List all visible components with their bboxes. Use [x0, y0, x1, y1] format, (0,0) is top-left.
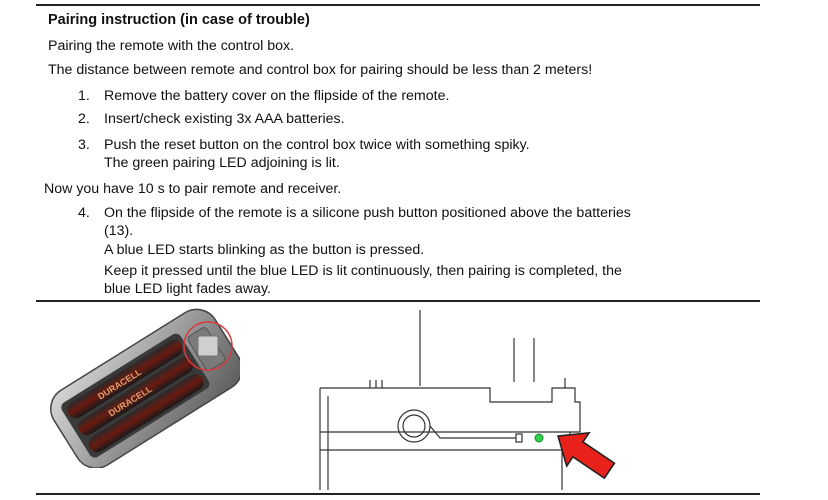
step-text: A blue LED starts blinking as the button…	[104, 242, 425, 258]
intro-line-1: Pairing the remote with the control box.	[48, 38, 295, 54]
step-text: Remove the battery cover on the flipside…	[104, 88, 450, 104]
step-number: 4.	[78, 205, 90, 221]
section-title: Pairing instruction (in case of trouble)	[48, 12, 310, 28]
remote-battery-photo: DURACELL DURACELL	[50, 308, 240, 468]
push-button-highlight	[183, 321, 233, 371]
step-number: 1.	[78, 88, 90, 104]
mid-line: Now you have 10 s to pair remote and rec…	[44, 181, 342, 197]
step-text: Keep it pressed until the blue LED is li…	[104, 263, 622, 279]
control-box-diagram	[319, 310, 616, 490]
step-number: 3.	[78, 137, 90, 153]
green-pairing-led	[534, 433, 544, 443]
intro-line-2: The distance between remote and control …	[48, 62, 593, 78]
red-arrow-icon	[556, 431, 616, 480]
step-text: On the flipside of the remote is a silic…	[104, 205, 631, 221]
step-text: blue LED light fades away.	[104, 281, 271, 297]
section-divider	[36, 300, 760, 302]
step-text: Push the reset button on the control box…	[104, 137, 530, 153]
top-rule	[36, 4, 760, 6]
step-text: Insert/check existing 3x AAA batteries.	[104, 111, 345, 127]
step-text: (13).	[104, 223, 134, 239]
step-number: 2.	[78, 111, 90, 127]
bottom-rule	[36, 493, 760, 495]
step-text: The green pairing LED adjoining is lit.	[104, 155, 340, 171]
